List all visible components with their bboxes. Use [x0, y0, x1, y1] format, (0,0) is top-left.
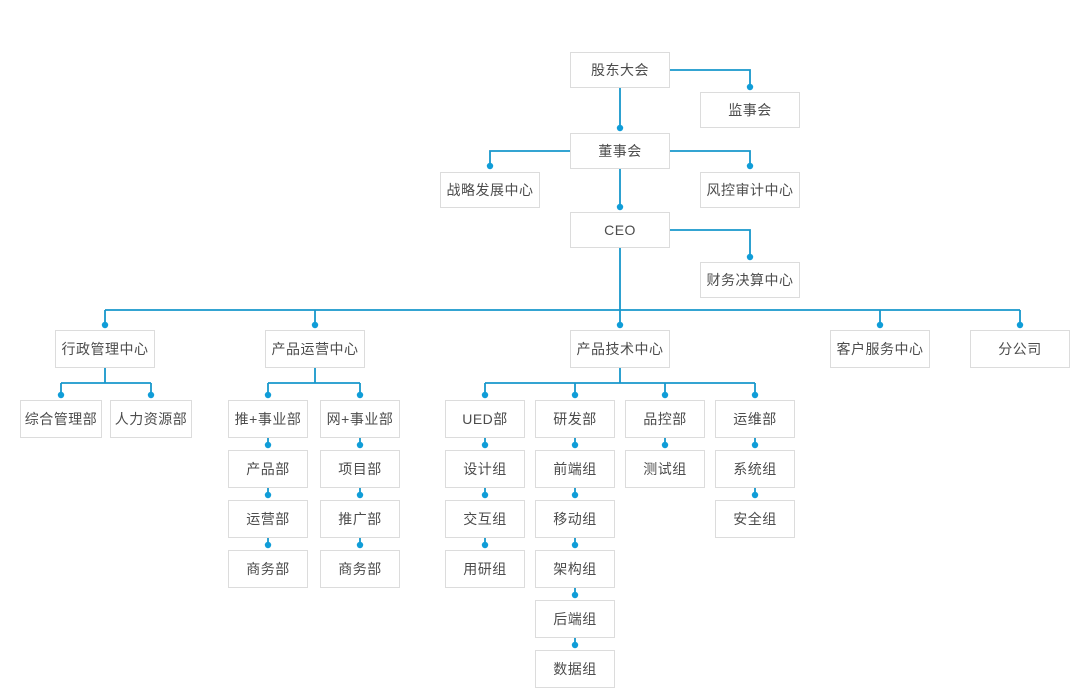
org-node-operation-dept[interactable]: 运营部 — [228, 500, 308, 538]
org-node-risk-audit-center[interactable]: 风控审计中心 — [700, 172, 800, 208]
connector-ceo — [101, 229, 1024, 329]
org-node-tech-center[interactable]: 产品技术中心 — [570, 330, 670, 368]
org-node-supervisory[interactable]: 监事会 — [700, 92, 800, 128]
org-node-general-mgmt[interactable]: 综合管理部 — [20, 400, 102, 438]
org-node-branch[interactable]: 分公司 — [970, 330, 1070, 368]
org-node-rd-dept[interactable]: 研发部 — [535, 400, 615, 438]
connector-ops-center — [264, 368, 364, 399]
org-node-board[interactable]: 董事会 — [570, 133, 670, 169]
org-node-admin-center[interactable]: 行政管理中心 — [55, 330, 155, 368]
org-node-business-dept-tui[interactable]: 商务部 — [228, 550, 308, 588]
connector-admin-center — [57, 368, 155, 399]
org-node-ops-center[interactable]: 产品运营中心 — [265, 330, 365, 368]
org-node-security-group[interactable]: 安全组 — [715, 500, 795, 538]
org-node-service-center[interactable]: 客户服务中心 — [830, 330, 930, 368]
org-node-backend-group[interactable]: 后端组 — [535, 600, 615, 638]
org-node-mobile-group[interactable]: 移动组 — [535, 500, 615, 538]
org-node-strategy-center[interactable]: 战略发展中心 — [440, 172, 540, 208]
connector-tech-center — [481, 368, 759, 399]
org-node-project-dept[interactable]: 项目部 — [320, 450, 400, 488]
org-node-design-group[interactable]: 设计组 — [445, 450, 525, 488]
org-node-architecture-group[interactable]: 架构组 — [535, 550, 615, 588]
org-node-business-dept-wang[interactable]: 商务部 — [320, 550, 400, 588]
org-node-devops-dept[interactable]: 运维部 — [715, 400, 795, 438]
org-node-shareholders[interactable]: 股东大会 — [570, 52, 670, 88]
org-node-promotion-dept[interactable]: 推广部 — [320, 500, 400, 538]
connector-qc-chain — [661, 438, 669, 449]
org-node-test-group[interactable]: 测试组 — [625, 450, 705, 488]
org-node-ued-dept[interactable]: UED部 — [445, 400, 525, 438]
org-node-data-group[interactable]: 数据组 — [535, 650, 615, 688]
org-node-hr[interactable]: 人力资源部 — [110, 400, 192, 438]
org-node-qc-dept[interactable]: 品控部 — [625, 400, 705, 438]
org-node-product-dept[interactable]: 产品部 — [228, 450, 308, 488]
org-node-tui-division[interactable]: 推+事业部 — [228, 400, 308, 438]
org-node-system-group[interactable]: 系统组 — [715, 450, 795, 488]
org-node-research-group[interactable]: 用研组 — [445, 550, 525, 588]
org-node-frontend-group[interactable]: 前端组 — [535, 450, 615, 488]
org-node-ceo[interactable]: CEO — [570, 212, 670, 248]
org-node-wang-division[interactable]: 网+事业部 — [320, 400, 400, 438]
org-node-finance-center[interactable]: 财务决算中心 — [700, 262, 800, 298]
org-node-interaction-group[interactable]: 交互组 — [445, 500, 525, 538]
